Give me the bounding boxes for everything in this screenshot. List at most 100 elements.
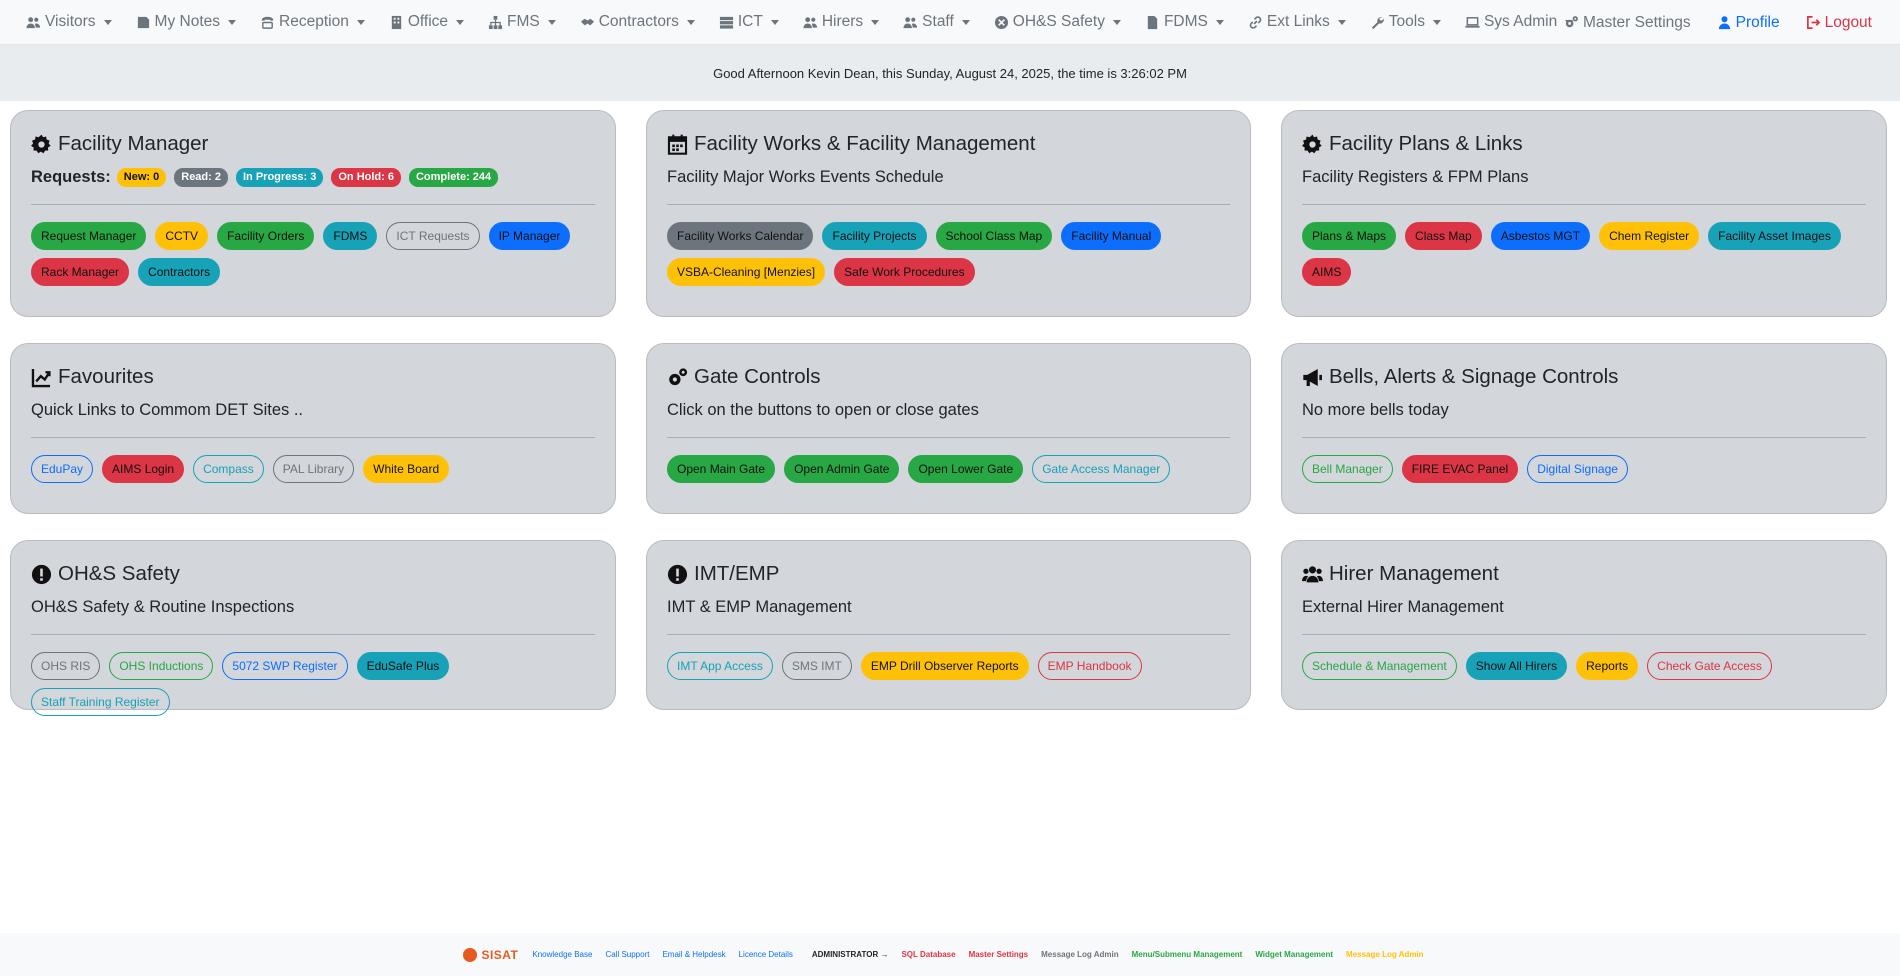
facility-asset-images-button[interactable]: Facility Asset Images xyxy=(1708,222,1841,250)
chem-register-button[interactable]: Chem Register xyxy=(1599,222,1700,250)
badge-on-hold: On Hold: 6 xyxy=(331,167,401,187)
sign-out-icon xyxy=(1806,15,1821,30)
menu-submenu-management-link[interactable]: Menu/Submenu Management xyxy=(1131,950,1243,959)
contractors-button[interactable]: Contractors xyxy=(138,258,221,286)
chevron-down-icon xyxy=(547,19,556,25)
school-class-map-button[interactable]: School Class Map xyxy=(935,222,1053,250)
edupay-button[interactable]: EduPay xyxy=(31,455,94,483)
facility-plans-card: Facility Plans & Links Facility Register… xyxy=(1281,110,1887,317)
widget-management-link[interactable]: Widget Management xyxy=(1255,950,1334,959)
gate-controls-subtitle: Click on the buttons to open or close ga… xyxy=(667,400,979,419)
white-board-button[interactable]: White Board xyxy=(363,455,450,483)
footer: SISAT Knowledge Base Call Support Email … xyxy=(0,933,1900,976)
gear-icon xyxy=(1302,134,1323,155)
nav-contractors[interactable]: Contractors xyxy=(568,0,707,45)
check-gate-access-button[interactable]: Check Gate Access xyxy=(1647,652,1772,680)
rack-manager-button[interactable]: Rack Manager xyxy=(31,258,130,286)
safe-work-procedures-button[interactable]: Safe Work Procedures xyxy=(834,258,975,286)
logo-text: SISAT xyxy=(481,947,519,962)
sms-imt-button[interactable]: SMS IMT xyxy=(781,652,852,680)
sitemap-icon xyxy=(488,15,503,30)
imt-app-access-button[interactable]: IMT App Access xyxy=(667,652,773,680)
digital-signage-button[interactable]: Digital Signage xyxy=(1527,455,1628,483)
top-navbar: Visitors My Notes Reception Office FMS C… xyxy=(0,0,1900,45)
staff-training-register-button[interactable]: Staff Training Register xyxy=(31,688,170,716)
favourites-title: Favourites xyxy=(58,365,154,388)
licence-details-link[interactable]: Licence Details xyxy=(738,950,793,959)
ohs-inductions-button[interactable]: OHS Inductions xyxy=(109,652,214,680)
nav-fms[interactable]: FMS xyxy=(476,0,568,45)
nav-my-notes[interactable]: My Notes xyxy=(124,0,248,45)
request-manager-button[interactable]: Request Manager xyxy=(31,222,147,250)
nav-reception[interactable]: Reception xyxy=(248,0,377,45)
nav-logout[interactable]: Logout xyxy=(1793,0,1872,45)
nav-ext-links[interactable]: Ext Links xyxy=(1236,0,1358,45)
class-map-button[interactable]: Class Map xyxy=(1405,222,1482,250)
email-helpdesk-link[interactable]: Email & Helpdesk xyxy=(662,950,726,959)
cctv-button[interactable]: CCTV xyxy=(155,222,209,250)
vsba-cleaning-button[interactable]: VSBA-Cleaning [Menzies] xyxy=(667,258,826,286)
card-title: IMT/EMP xyxy=(667,561,1230,587)
divider xyxy=(667,437,1230,438)
knowledge-base-link[interactable]: Knowledge Base xyxy=(532,950,593,959)
chevron-down-icon xyxy=(1112,19,1121,25)
open-main-gate-button[interactable]: Open Main Gate xyxy=(667,455,776,483)
ip-manager-button[interactable]: IP Manager xyxy=(488,222,571,250)
schedule-management-button[interactable]: Schedule & Management xyxy=(1302,652,1457,680)
wrench-icon xyxy=(1370,15,1385,30)
favourites-subtitle: Quick Links to Commom DET Sites .. xyxy=(31,400,304,419)
ohs-ris-button[interactable]: OHS RIS xyxy=(31,652,101,680)
laptop-icon xyxy=(1465,15,1480,30)
nav-staff-label: Staff xyxy=(922,13,954,30)
nav-profile[interactable]: Profile xyxy=(1704,0,1793,45)
nav-tools[interactable]: Tools xyxy=(1358,0,1453,45)
gears-icon xyxy=(1564,15,1579,30)
emp-handbook-button[interactable]: EMP Handbook xyxy=(1037,652,1142,680)
facility-projects-button[interactable]: Facility Projects xyxy=(822,222,927,250)
nav-staff[interactable]: Staff xyxy=(891,0,982,45)
ict-requests-button[interactable]: ICT Requests xyxy=(386,222,480,250)
message-log-admin-link[interactable]: Message Log Admin xyxy=(1041,950,1119,959)
nav-visitors[interactable]: Visitors xyxy=(14,0,124,45)
divider xyxy=(667,634,1230,635)
card-title: OH&S Safety xyxy=(31,561,595,587)
divider xyxy=(31,204,595,205)
fdms-button[interactable]: FDMS xyxy=(323,222,378,250)
bell-manager-button[interactable]: Bell Manager xyxy=(1302,455,1393,483)
nav-hirers[interactable]: Hirers xyxy=(791,0,891,45)
compass-button[interactable]: Compass xyxy=(193,455,264,483)
pal-library-button[interactable]: PAL Library xyxy=(272,455,355,483)
aims-login-button[interactable]: AIMS Login xyxy=(102,455,185,483)
nav-ict[interactable]: ICT xyxy=(707,0,791,45)
button-group: IMT App Access SMS IMT EMP Drill Observe… xyxy=(667,652,1230,680)
call-support-link[interactable]: Call Support xyxy=(605,950,650,959)
chevron-down-icon xyxy=(770,19,779,25)
divider xyxy=(1302,634,1866,635)
asbestos-mgt-button[interactable]: Asbestos MGT xyxy=(1490,222,1591,250)
emp-drill-observer-reports-button[interactable]: EMP Drill Observer Reports xyxy=(860,652,1029,680)
divider xyxy=(1302,437,1866,438)
sql-database-link[interactable]: SQL Database xyxy=(901,950,956,959)
plans-maps-button[interactable]: Plans & Maps xyxy=(1302,222,1397,250)
sisat-logo: SISAT xyxy=(463,947,519,962)
ohs-safety-card: OH&S Safety OH&S Safety & Routine Inspec… xyxy=(10,540,616,716)
show-all-hirers-button[interactable]: Show All Hirers xyxy=(1465,652,1568,680)
facility-works-calendar-button[interactable]: Facility Works Calendar xyxy=(667,222,814,250)
nav-office[interactable]: Office xyxy=(377,0,476,45)
gate-access-manager-button[interactable]: Gate Access Manager xyxy=(1032,455,1171,483)
open-admin-gate-button[interactable]: Open Admin Gate xyxy=(784,455,900,483)
open-lower-gate-button[interactable]: Open Lower Gate xyxy=(908,455,1024,483)
facility-orders-button[interactable]: Facility Orders xyxy=(217,222,315,250)
swp-register-button[interactable]: 5072 SWP Register xyxy=(222,652,348,680)
nav-ohs-safety[interactable]: OH&S Safety xyxy=(982,0,1133,45)
bells-alerts-title: Bells, Alerts & Signage Controls xyxy=(1329,365,1619,388)
facility-manual-button[interactable]: Facility Manual xyxy=(1061,222,1162,250)
aims-button[interactable]: AIMS xyxy=(1302,258,1352,286)
nav-fdms[interactable]: FDMS xyxy=(1133,0,1236,45)
edusafe-plus-button[interactable]: EduSafe Plus xyxy=(356,652,450,680)
reports-button[interactable]: Reports xyxy=(1576,652,1639,680)
nav-master-settings[interactable]: Master Settings xyxy=(1551,0,1704,45)
message-log-admin-link-2[interactable]: Message Log Admin xyxy=(1346,950,1424,959)
master-settings-link[interactable]: Master Settings xyxy=(968,950,1029,959)
fire-evac-panel-button[interactable]: FIRE EVAC Panel xyxy=(1401,455,1519,483)
